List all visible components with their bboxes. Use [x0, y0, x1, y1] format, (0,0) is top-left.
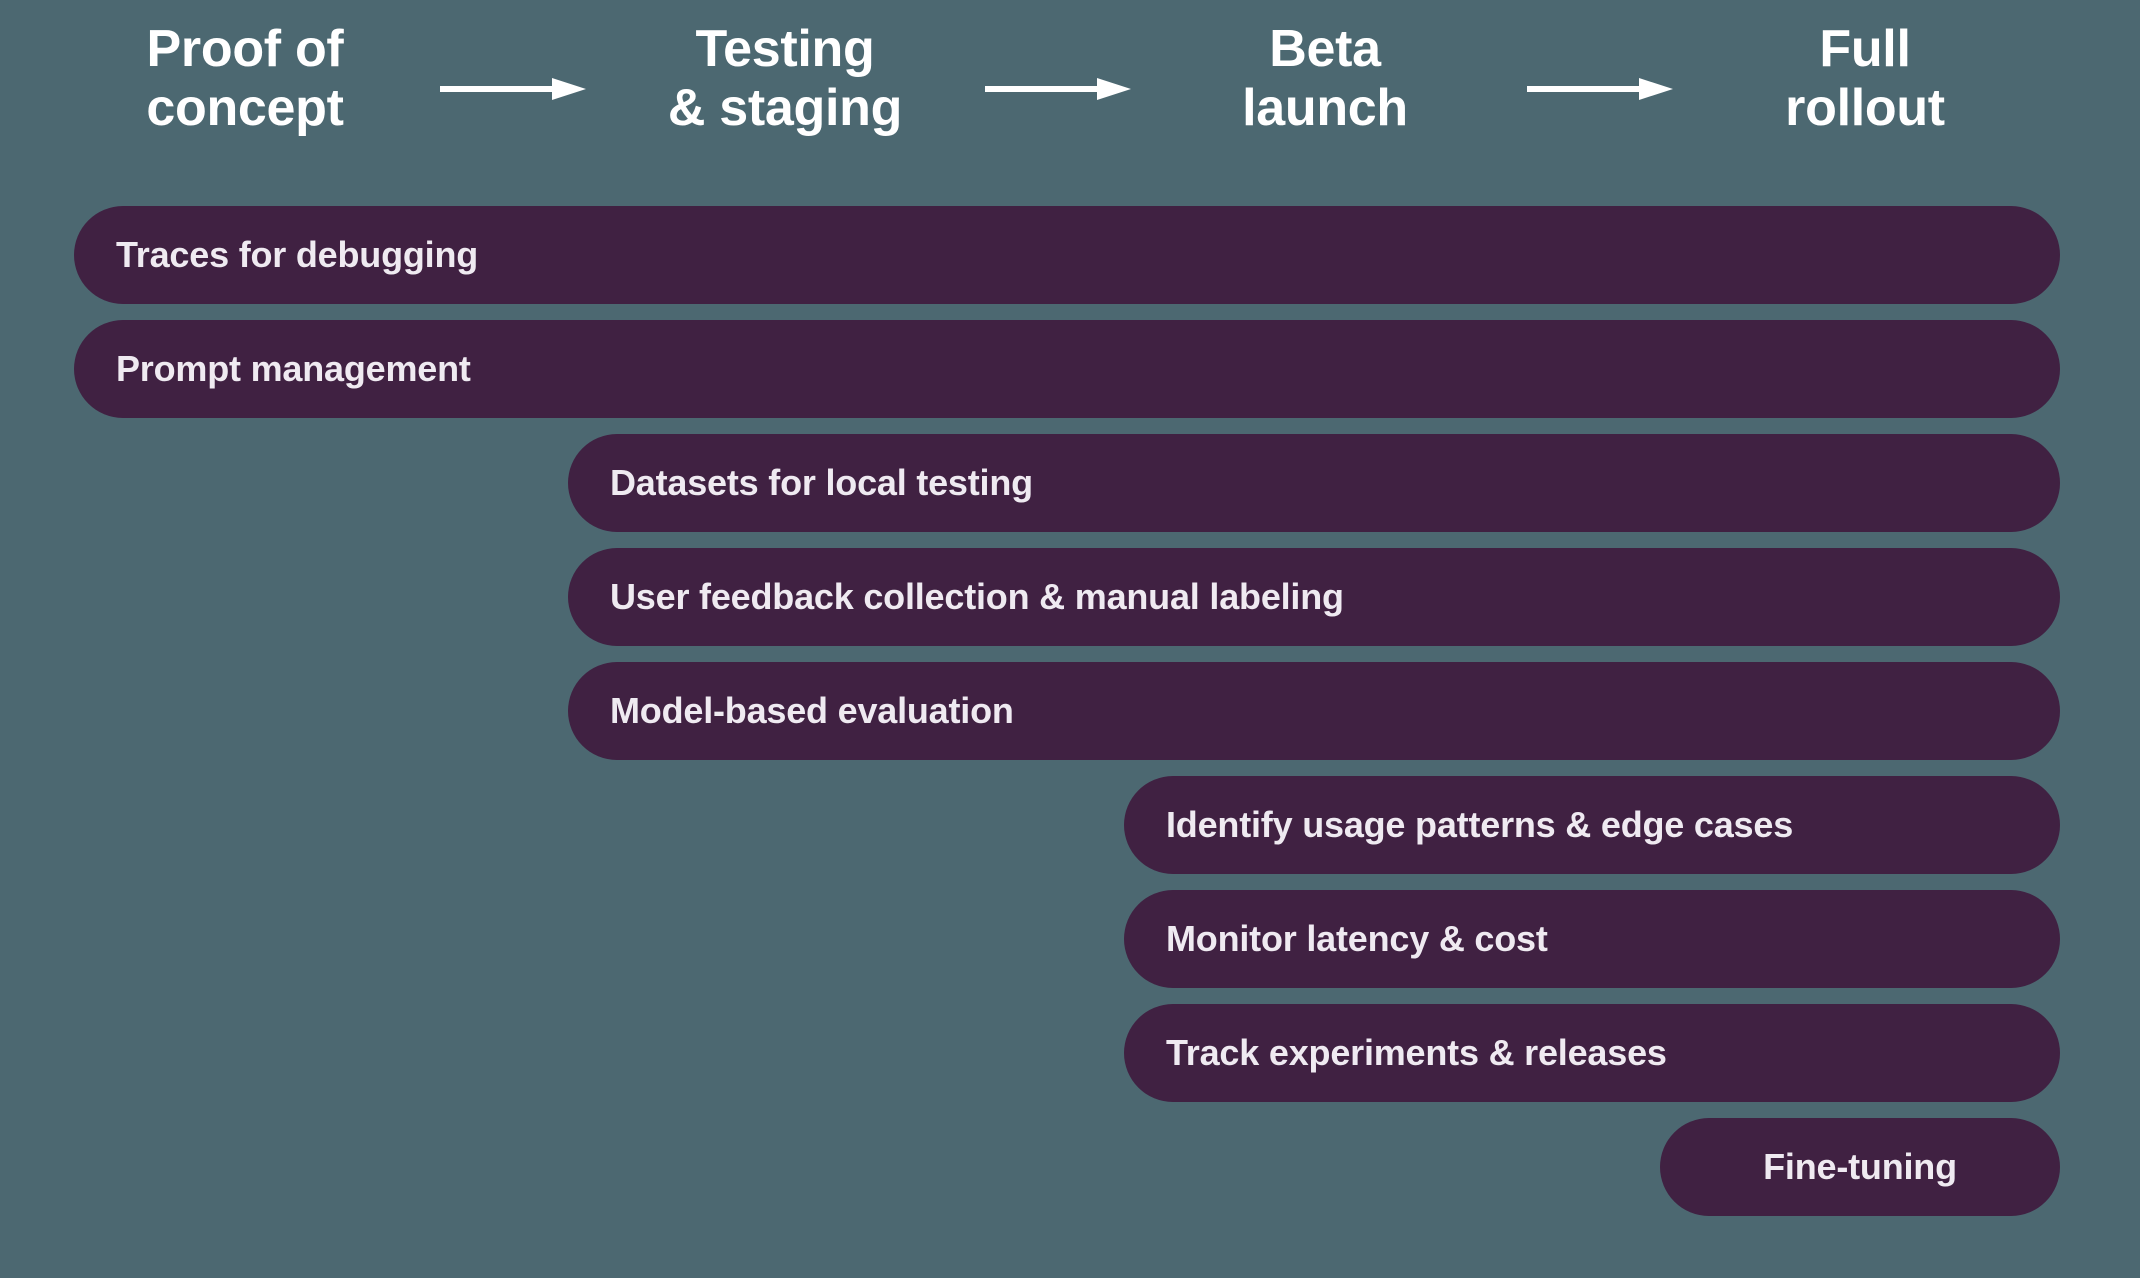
- capability-bar-traces-for-debugging[interactable]: Traces for debugging: [74, 206, 2060, 304]
- capability-bar-label: Fine-tuning: [1763, 1146, 1957, 1187]
- capability-bar-model-based-evaluation[interactable]: Model-based evaluation: [568, 662, 2060, 760]
- phase-label-proof-of-concept: Proof of concept: [146, 20, 344, 137]
- capability-bar-label: User feedback collection & manual labeli…: [610, 576, 1344, 617]
- phase-label-testing-and-staging: Testing & staging: [667, 20, 903, 137]
- arrow-right-icon: [985, 78, 1131, 100]
- arrow-right-icon: [440, 78, 586, 100]
- capability-bar-label: Monitor latency & cost: [1166, 918, 1548, 959]
- capability-bar-datasets-for-local-testing[interactable]: Datasets for local testing: [568, 434, 2060, 532]
- capability-bar-user-feedback-collection-and-manual-labeling[interactable]: User feedback collection & manual labeli…: [568, 548, 2060, 646]
- capability-bar-label: Prompt management: [116, 348, 471, 389]
- phase-header-row: Proof of concept Testing & staging Beta …: [0, 0, 2140, 190]
- capability-bar-fine-tuning[interactable]: Fine-tuning: [1660, 1118, 2060, 1216]
- capability-bar-label: Identify usage patterns & edge cases: [1166, 804, 1794, 845]
- phase-label-full-rollout: Full rollout: [1785, 20, 1945, 137]
- capability-bar-label: Datasets for local testing: [610, 462, 1033, 503]
- capability-bar-track-experiments-and-releases[interactable]: Track experiments & releases: [1124, 1004, 2060, 1102]
- capability-bar-identify-usage-patterns-and-edge-cases[interactable]: Identify usage patterns & edge cases: [1124, 776, 2060, 874]
- capability-bar-label: Traces for debugging: [116, 234, 479, 275]
- capability-bar-monitor-latency-and-cost[interactable]: Monitor latency & cost: [1124, 890, 2060, 988]
- capability-bar-label: Track experiments & releases: [1166, 1032, 1667, 1073]
- capability-bar-prompt-management[interactable]: Prompt management: [74, 320, 2060, 418]
- arrow-right-icon: [1527, 78, 1673, 100]
- capability-bar-label: Model-based evaluation: [610, 690, 1014, 731]
- phase-label-beta-launch: Beta launch: [1242, 20, 1408, 137]
